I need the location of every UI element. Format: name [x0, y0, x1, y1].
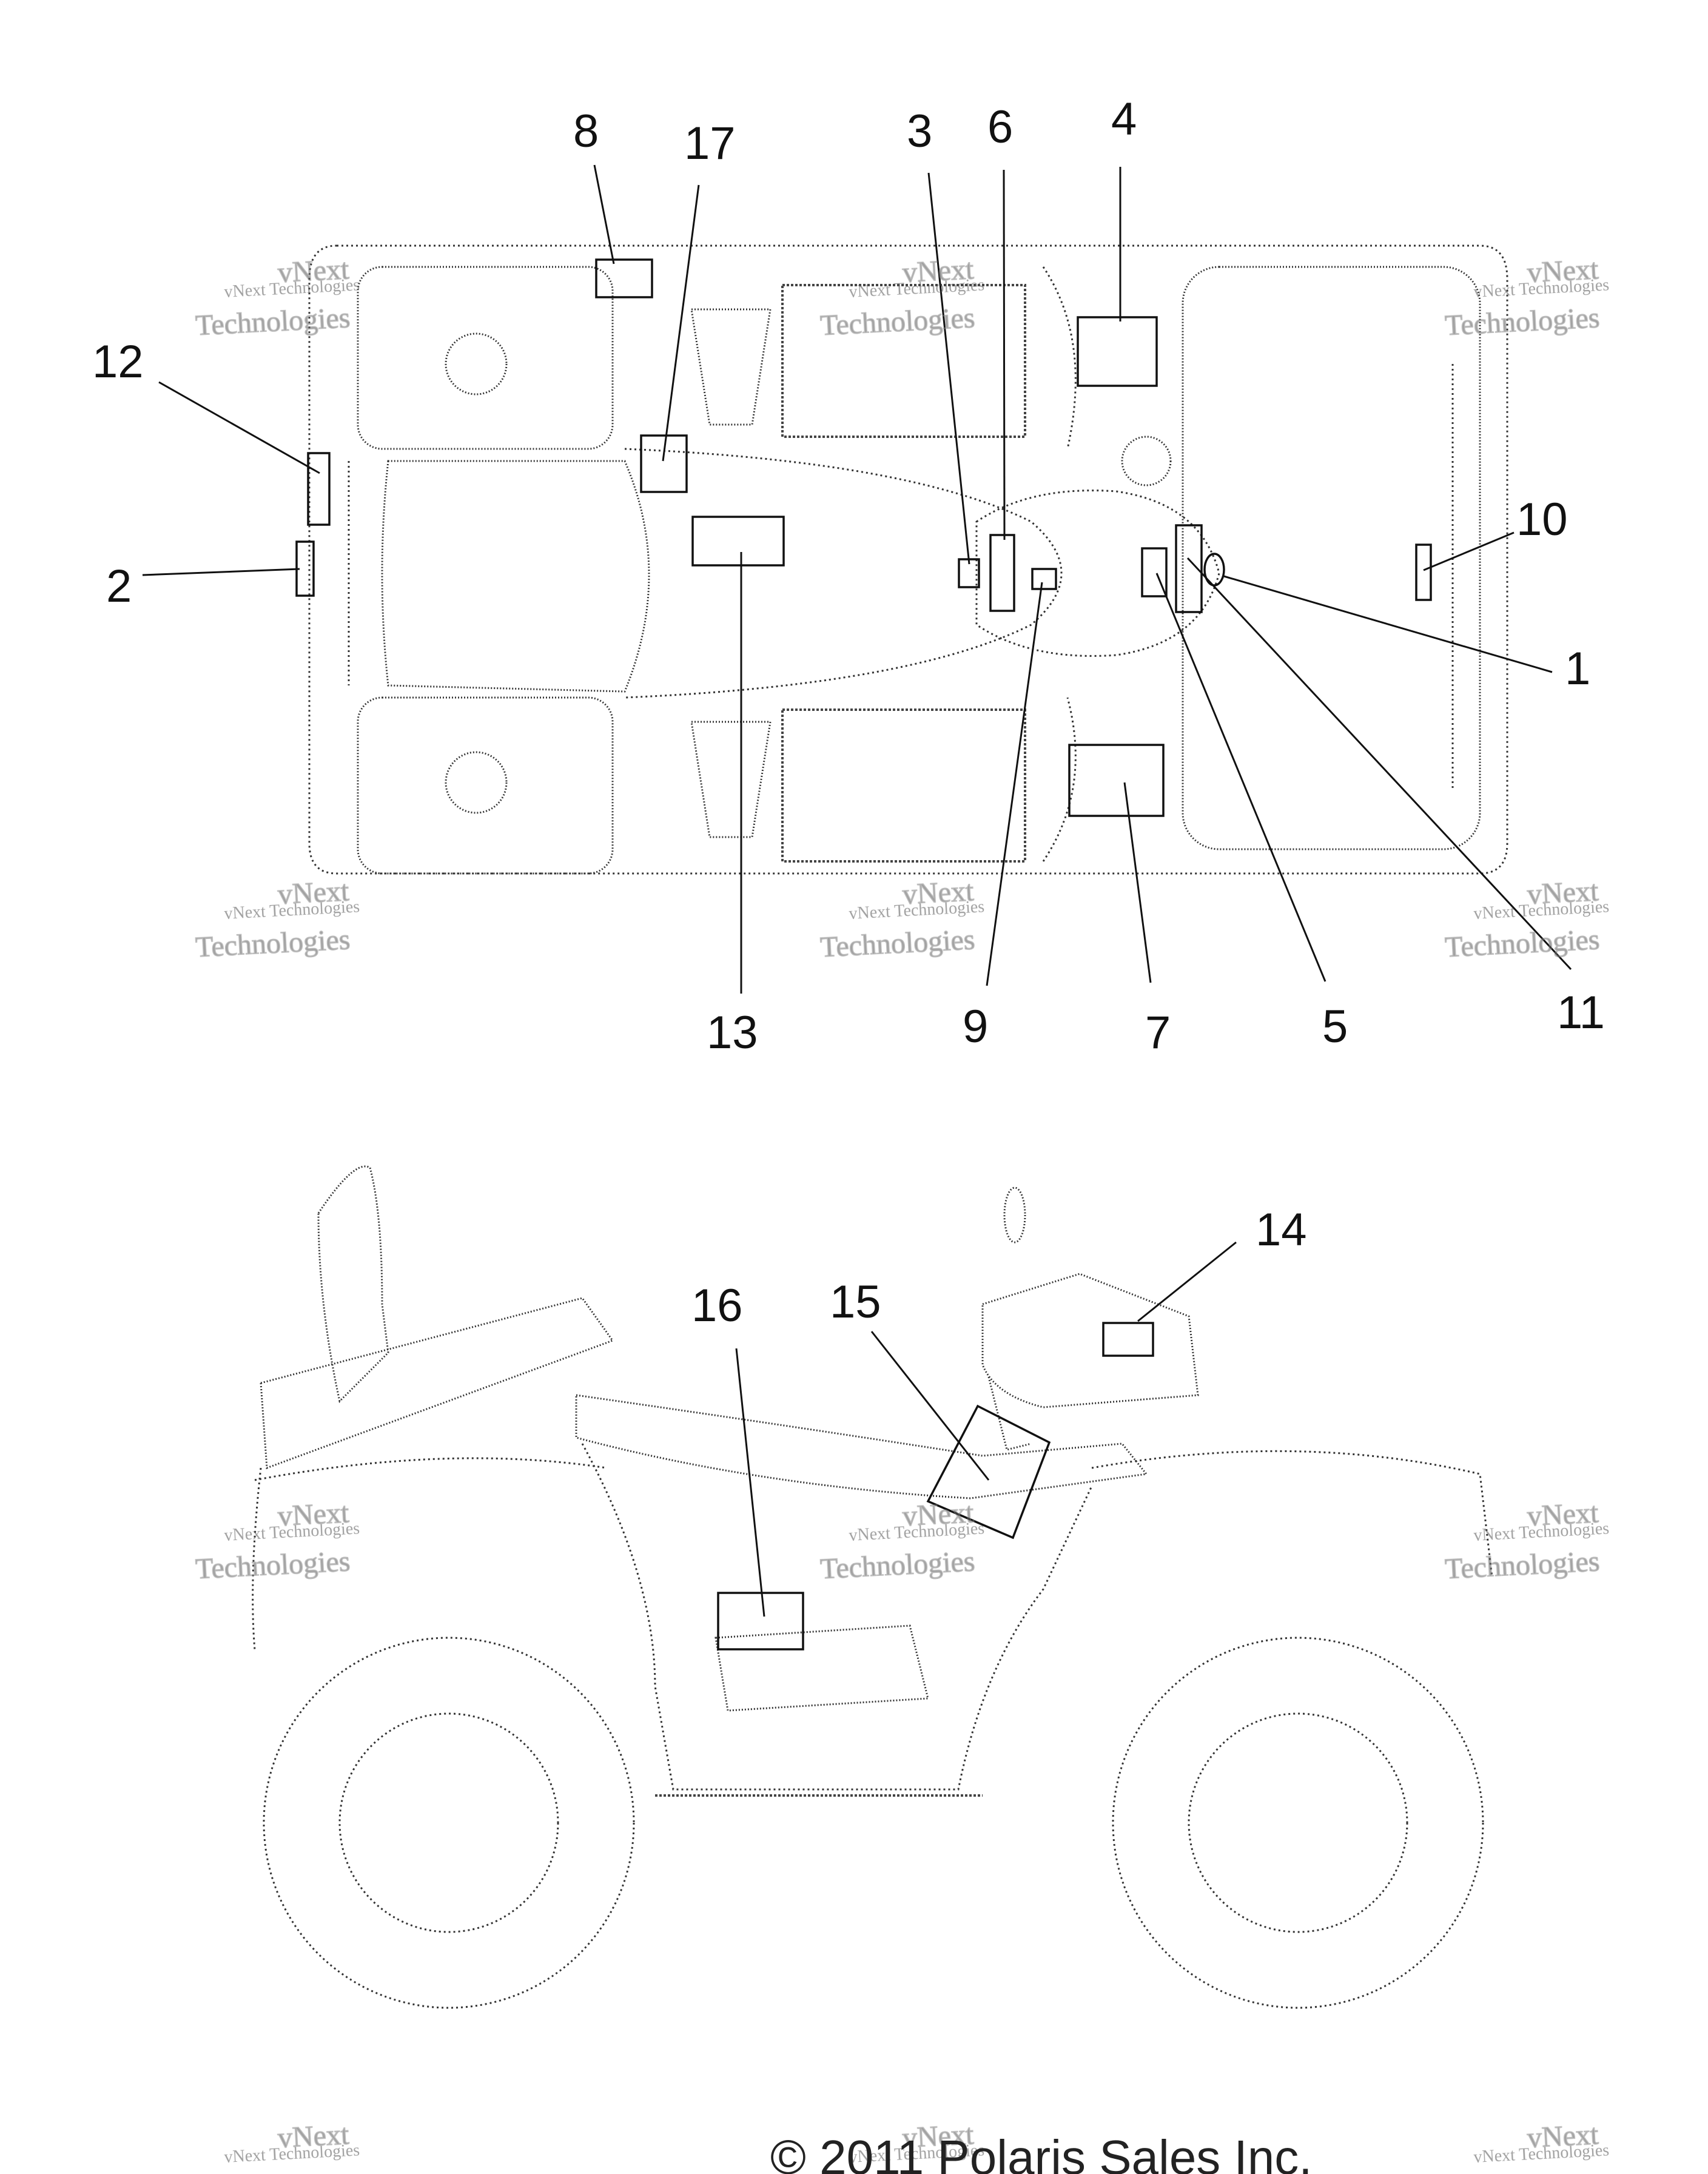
svg-text:vNext: vNext: [1527, 2118, 1600, 2154]
svg-text:vNext: vNext: [277, 253, 351, 289]
svg-text:vNext: vNext: [277, 2118, 351, 2154]
decal-10-box: [1415, 544, 1432, 601]
callout-6: 6: [987, 101, 1013, 153]
callout-11: 11: [1557, 987, 1605, 1038]
svg-text:vNext: vNext: [277, 875, 351, 910]
callout-15: 15: [830, 1276, 881, 1328]
watermark-10: vNext Technologies vNext: [224, 2118, 360, 2167]
callout-5: 5: [1322, 1001, 1348, 1052]
decal-11-box: [1175, 524, 1203, 613]
callout-4: 4: [1111, 93, 1137, 145]
callout-3: 3: [907, 106, 932, 157]
decal-13-box: [691, 516, 785, 567]
svg-text:Technologies: Technologies: [819, 1545, 976, 1585]
svg-text:Technologies: Technologies: [819, 923, 976, 963]
atv-side-view: [252, 1165, 1493, 2009]
decal-16-box: [717, 1592, 804, 1651]
svg-text:vNext: vNext: [277, 1496, 351, 1532]
decal-4-box: [1077, 316, 1158, 387]
callout-14: 14: [1256, 1204, 1307, 1256]
callout-10: 10: [1516, 494, 1568, 545]
watermark-5: vNext Technologies vNext Technologies: [819, 874, 985, 964]
watermark-7: vNext Technologies vNext Technologies: [194, 1496, 360, 1586]
side-view-leaders: [735, 1241, 1237, 1617]
svg-text:Technologies: Technologies: [195, 301, 351, 342]
watermark-9: vNext Technologies vNext Technologies: [1444, 1496, 1610, 1586]
callout-2: 2: [106, 560, 132, 612]
callout-7: 7: [1145, 1007, 1171, 1058]
copyright-notice: © 2011 Polaris Sales Inc.: [770, 2130, 1312, 2174]
top-view-decals: [295, 258, 1432, 817]
top-view-leaders: [142, 164, 1572, 994]
callout-16: 16: [691, 1280, 743, 1331]
decal-7-box: [1068, 744, 1165, 817]
watermark-4: vNext Technologies vNext Technologies: [194, 874, 360, 964]
watermark-3: vNext Technologies vNext Technologies: [1444, 252, 1610, 342]
watermark-2: vNext Technologies vNext Technologies: [819, 252, 985, 342]
decal-6-box: [989, 534, 1015, 612]
decal-8-box: [595, 258, 653, 298]
decal-17-box: [640, 434, 688, 493]
decal-5-box: [1141, 547, 1168, 597]
svg-text:vNext: vNext: [1527, 1496, 1600, 1532]
svg-text:Technologies: Technologies: [195, 1545, 351, 1585]
callout-12: 12: [92, 336, 144, 388]
svg-text:Technologies: Technologies: [195, 923, 351, 963]
side-view-decals: [717, 1322, 1154, 1651]
decal-15-box: [926, 1404, 1051, 1540]
watermark-8: vNext Technologies vNext Technologies: [819, 1496, 985, 1586]
svg-text:vNext: vNext: [1527, 253, 1600, 289]
watermark-6: vNext Technologies vNext Technologies: [1444, 874, 1610, 964]
svg-text:vNext: vNext: [902, 2118, 975, 2154]
svg-text:Technologies: Technologies: [1444, 923, 1601, 963]
watermark-12: vNext Technologies vNext: [1473, 2118, 1610, 2167]
svg-text:vNext: vNext: [902, 253, 975, 289]
decal-9-box: [1031, 568, 1057, 590]
callout-1: 1: [1565, 643, 1590, 695]
decal-1-oval: [1203, 553, 1225, 587]
atv-top-view: [308, 244, 1508, 875]
svg-text:Technologies: Technologies: [819, 301, 976, 342]
watermarks: vNext Technologies vNext Technologies vN…: [194, 252, 1610, 2167]
side-view-callouts: 14 15 16: [691, 1204, 1307, 1331]
svg-text:Technologies: Technologies: [1444, 301, 1601, 342]
svg-text:Technologies: Technologies: [1444, 1545, 1601, 1585]
svg-text:vNext: vNext: [1527, 875, 1600, 910]
decal-14-box: [1102, 1322, 1154, 1357]
callout-13: 13: [707, 1007, 758, 1058]
callout-8: 8: [573, 106, 599, 157]
top-view-callouts: 8 17 3 6 4 12 2 10 1 13 9 7 5 11: [92, 93, 1605, 1058]
svg-text:vNext: vNext: [902, 875, 975, 910]
svg-text:vNext: vNext: [902, 1496, 975, 1532]
watermark-1: vNext Technologies vNext Technologies: [194, 252, 360, 342]
decal-12-box: [307, 452, 331, 526]
callout-9: 9: [963, 1001, 988, 1052]
callout-17: 17: [684, 118, 736, 169]
